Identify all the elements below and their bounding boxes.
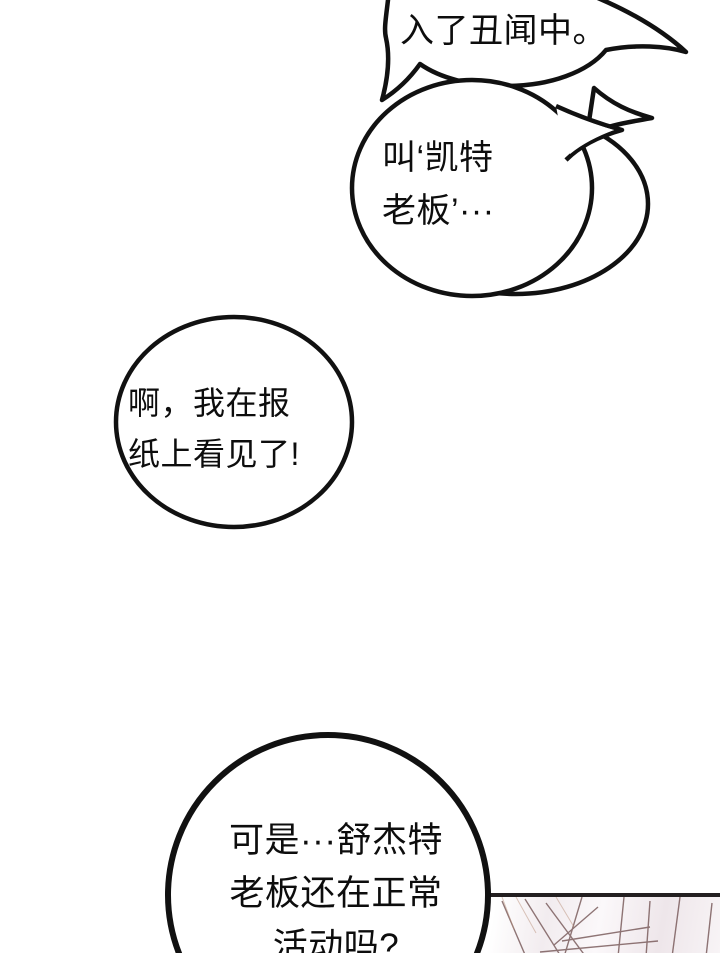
bubble-newspaper-shape bbox=[113, 314, 355, 530]
bubble-schujet-shape bbox=[165, 732, 491, 953]
bubble-kate-boss-body bbox=[349, 77, 595, 299]
bubble-narration-top-shape bbox=[379, 0, 689, 103]
